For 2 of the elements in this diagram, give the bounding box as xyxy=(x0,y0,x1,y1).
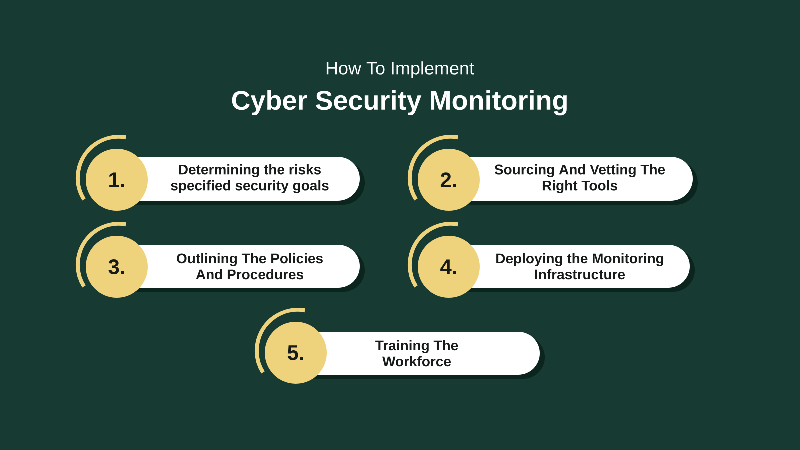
title: Cyber Security Monitoring xyxy=(232,90,567,116)
subtitle: How To Implement xyxy=(326,62,474,78)
